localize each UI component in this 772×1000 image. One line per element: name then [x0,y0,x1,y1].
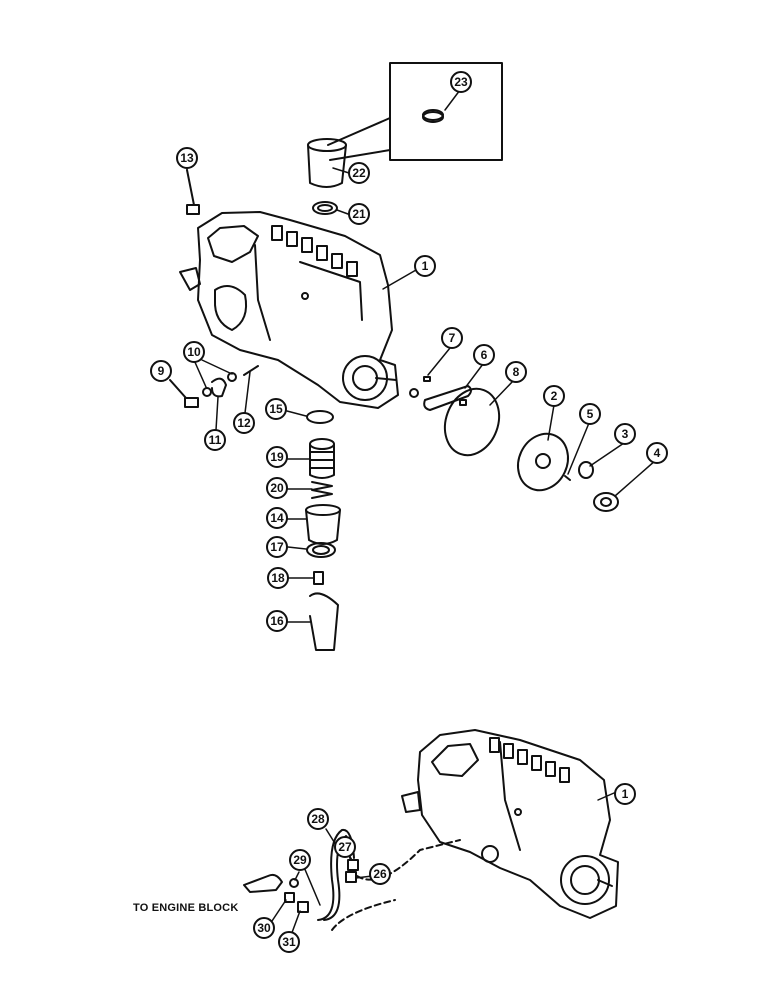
callout-6: 6 [473,344,495,366]
svg-text:28: 28 [311,812,325,826]
svg-text:1: 1 [622,787,629,801]
callout-15: 15 [265,398,287,420]
callout-27: 27 [334,836,356,858]
svg-text:13: 13 [180,151,194,165]
part-3-washer [578,461,594,479]
callout-30: 30 [253,917,275,939]
inset-box [327,62,503,161]
part-2-plate [517,432,569,492]
svg-text:10: 10 [187,345,201,359]
part-4-nut [593,492,619,512]
svg-text:29: 29 [293,853,307,867]
callout-28: 28 [307,808,329,830]
svg-text:9: 9 [158,364,165,378]
part-10-washers [202,372,237,397]
svg-text:22: 22 [352,166,366,180]
callout-31: 31 [278,931,300,953]
callout-16: 16 [266,610,288,632]
part-13-screw [186,169,200,215]
callout-19: 19 [266,446,288,468]
part-9-bolt [169,379,199,408]
part-19-filter [309,438,335,479]
leader-lines [186,89,657,939]
svg-text:11: 11 [209,433,222,447]
callout-29: 29 [289,849,311,871]
part-6-lever [423,385,472,411]
svg-text:12: 12 [237,416,251,430]
callout-23: 23 [450,71,472,93]
svg-text:19: 19 [270,450,284,464]
injection-pump-bottom [401,729,619,919]
callout-1-top: 1 [414,255,436,277]
callout-5: 5 [579,403,601,425]
svg-text:17: 17 [270,540,284,554]
svg-text:15: 15 [269,402,283,416]
callout-26: 26 [369,863,391,885]
callout-22: 22 [348,162,370,184]
part-20-spring [311,481,333,499]
part-21-ring [312,201,338,215]
svg-text:27: 27 [338,840,352,854]
callout-21: 21 [348,203,370,225]
svg-text:14: 14 [270,511,284,525]
callout-20: 20 [266,477,288,499]
callout-12: 12 [233,412,255,434]
svg-text:1: 1 [422,259,429,273]
callout-7: 7 [441,327,463,349]
svg-text:4: 4 [654,446,661,460]
part-11-banjo [211,377,227,398]
part-5-key [564,475,571,481]
part-17-seal [306,542,336,558]
part-8-oring [443,387,501,457]
svg-text:31: 31 [282,935,296,949]
callout-13: 13 [176,147,198,169]
part-7-nut [409,376,431,398]
dashed-return-path-2 [331,899,396,931]
svg-text:2: 2 [551,389,558,403]
part-14-bowl [305,504,341,545]
svg-text:23: 23 [454,75,468,89]
callouts: 23 22 21 13 1 7 6 8 2 5 3 4 9 10 11 12 1… [150,71,668,953]
callout-4: 4 [646,442,668,464]
callout-9: 9 [150,360,172,382]
svg-text:20: 20 [270,481,284,495]
part-26-fitting [345,871,357,883]
svg-text:5: 5 [587,407,594,421]
callout-18: 18 [267,567,289,589]
callout-2: 2 [543,385,565,407]
part-18-bolt [313,571,324,585]
svg-text:8: 8 [513,365,520,379]
svg-text:21: 21 [352,207,366,221]
callout-14: 14 [266,507,288,529]
part-30-nut [284,892,295,903]
part-27-fitting [347,859,359,871]
callout-1-bottom: 1 [614,783,636,805]
part-22-plug [307,138,347,188]
part-12-pin [243,365,259,376]
svg-text:6: 6 [481,348,488,362]
part-15-gasket [306,410,334,424]
callout-17: 17 [266,536,288,558]
part-29-banjo [243,873,299,893]
callout-3: 3 [614,423,636,445]
part-31-nut [297,901,309,913]
callout-8: 8 [505,361,527,383]
svg-text:16: 16 [270,614,284,628]
injection-pump-top [179,211,399,409]
svg-text:18: 18 [271,571,285,585]
callout-11: 11 [204,429,226,451]
svg-text:3: 3 [622,427,629,441]
part-16-bail [309,592,339,651]
svg-text:26: 26 [373,867,387,881]
to-engine-block-label: TO ENGINE BLOCK [133,902,239,914]
svg-text:30: 30 [257,921,271,935]
svg-text:7: 7 [449,331,456,345]
callout-10: 10 [183,341,205,363]
